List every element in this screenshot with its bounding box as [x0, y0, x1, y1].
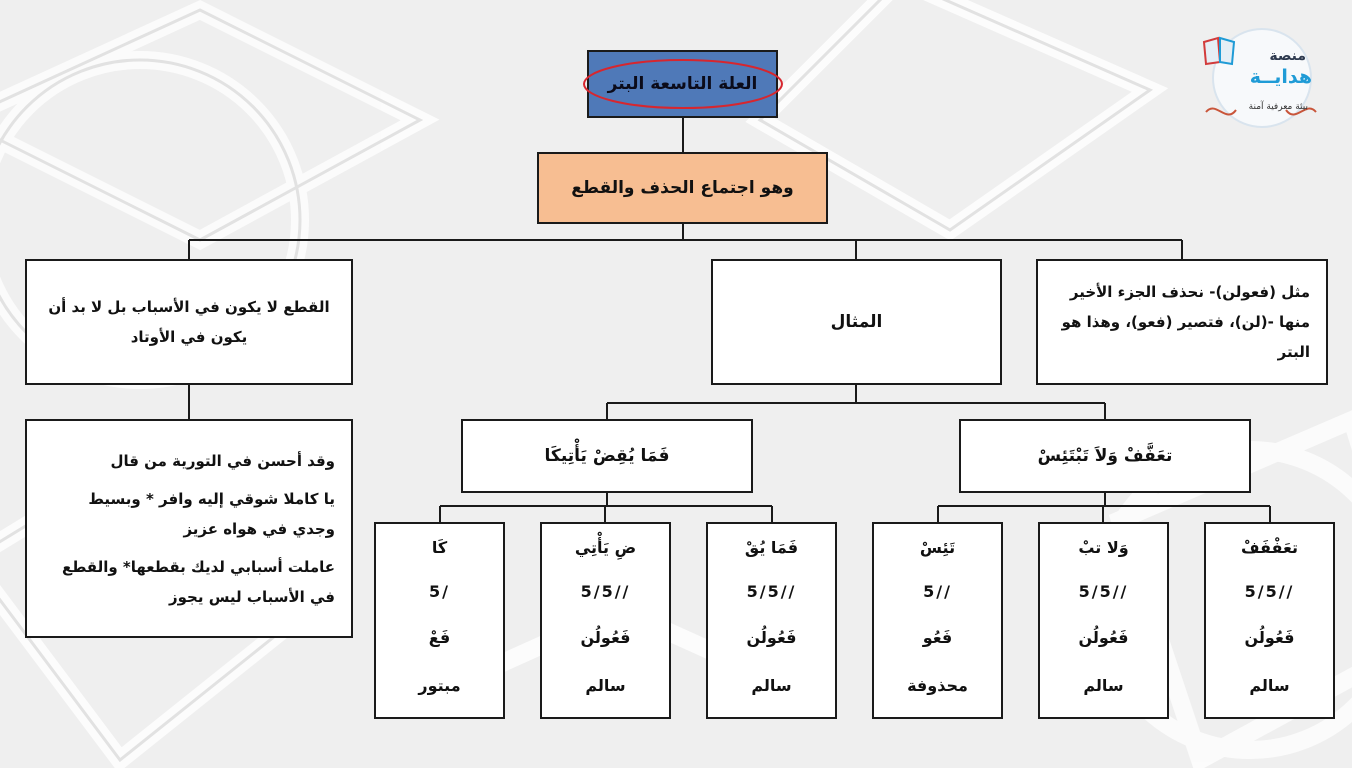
example-label-text: المثال — [830, 312, 883, 332]
foot-text: وَلا تبْ — [1078, 538, 1129, 557]
example-phrase-1: فَمَا يُقِضْ يَأْتِيكَا — [461, 419, 753, 493]
foot-text: ضِ يَأْتِي — [574, 538, 637, 557]
definition-text: وهو اجتماع الحذف والقطع — [571, 178, 794, 198]
poem-verse-2: عاملت أسبابي لديك بقطعها* والقطع في الأس… — [61, 557, 335, 606]
book-icon — [1202, 36, 1236, 66]
foot-pattern: فَعُولُن — [580, 628, 631, 647]
right-note-text: مثل (فعولن)- نحذف الجزء الأخير منها -(لن… — [1061, 283, 1310, 361]
foot-text: تعَفْفَفْ — [1240, 538, 1299, 557]
foot-marks: //5/5 — [746, 582, 797, 601]
foot-pattern: فَعْ — [428, 628, 451, 647]
logo-main-text: هدايــة — [1249, 66, 1312, 88]
example-phrase-2-text: تعَفَّفْ وَلاَ تَبْتَئِسْ — [1037, 446, 1173, 466]
left-note-box: القطع لا يكون في الأسباب بل لا بد أن يكو… — [25, 259, 353, 385]
foot-box: فَمَا يُقْ //5/5 فَعُولُن سالم — [706, 522, 837, 719]
logo-top-text: منصة — [1269, 48, 1306, 64]
foot-box: تَئِسْ //5 فَعُو محذوفة — [872, 522, 1003, 719]
foot-status: سالم — [1249, 676, 1290, 695]
foot-status: مبتور — [418, 676, 461, 695]
foot-pattern: فَعُو — [922, 628, 953, 647]
logo-tagline: بيئة معرفية آمنة — [1248, 102, 1308, 112]
foot-box: وَلا تبْ //5/5 فَعُولُن سالم — [1038, 522, 1169, 719]
right-note-box: مثل (فعولن)- نحذف الجزء الأخير منها -(لن… — [1036, 259, 1328, 385]
left-note-text: القطع لا يكون في الأسباب بل لا بد أن يكو… — [48, 298, 330, 346]
foot-pattern: فَعُولُن — [1244, 628, 1295, 647]
foot-pattern: فَعُولُن — [1078, 628, 1129, 647]
foot-marks: //5 — [923, 582, 952, 601]
foot-marks: //5/5 — [580, 582, 631, 601]
example-phrase-1-text: فَمَا يُقِضْ يَأْتِيكَا — [544, 446, 670, 466]
foot-box: كَا /5 فَعْ مبتور — [374, 522, 505, 719]
foot-box: تعَفْفَفْ //5/5 فَعُولُن سالم — [1204, 522, 1335, 719]
poem-verse-1: يا كاملا شوقي إليه وافر * وبسيط وجدي في … — [88, 489, 335, 538]
foot-status: محذوفة — [907, 676, 968, 695]
title-box: العلة التاسعة البتر — [587, 50, 778, 118]
foot-text: كَا — [431, 538, 448, 557]
definition-box: وهو اجتماع الحذف والقطع — [537, 152, 828, 224]
foot-status: سالم — [1083, 676, 1124, 695]
foot-text: فَمَا يُقْ — [744, 538, 799, 557]
foot-text: تَئِسْ — [919, 538, 956, 557]
ornament-icon — [1205, 107, 1317, 116]
example-phrase-2: تعَفَّفْ وَلاَ تَبْتَئِسْ — [959, 419, 1251, 493]
foot-pattern: فَعُولُن — [746, 628, 797, 647]
highlight-oval — [583, 59, 783, 109]
poem-box: وقد أحسن في التورية من قال يا كاملا شوقي… — [25, 419, 353, 638]
example-label-box: المثال — [711, 259, 1002, 385]
hidaya-logo: منصة هدايــة بيئة معرفية آمنة — [1198, 26, 1324, 128]
poem-intro: وقد أحسن في التورية من قال — [110, 451, 335, 470]
foot-marks: //5/5 — [1078, 582, 1129, 601]
foot-marks: /5 — [429, 582, 450, 601]
foot-marks: //5/5 — [1244, 582, 1295, 601]
title-text: العلة التاسعة البتر — [607, 74, 758, 94]
foot-status: سالم — [585, 676, 626, 695]
foot-status: سالم — [751, 676, 792, 695]
foot-box: ضِ يَأْتِي //5/5 فَعُولُن سالم — [540, 522, 671, 719]
